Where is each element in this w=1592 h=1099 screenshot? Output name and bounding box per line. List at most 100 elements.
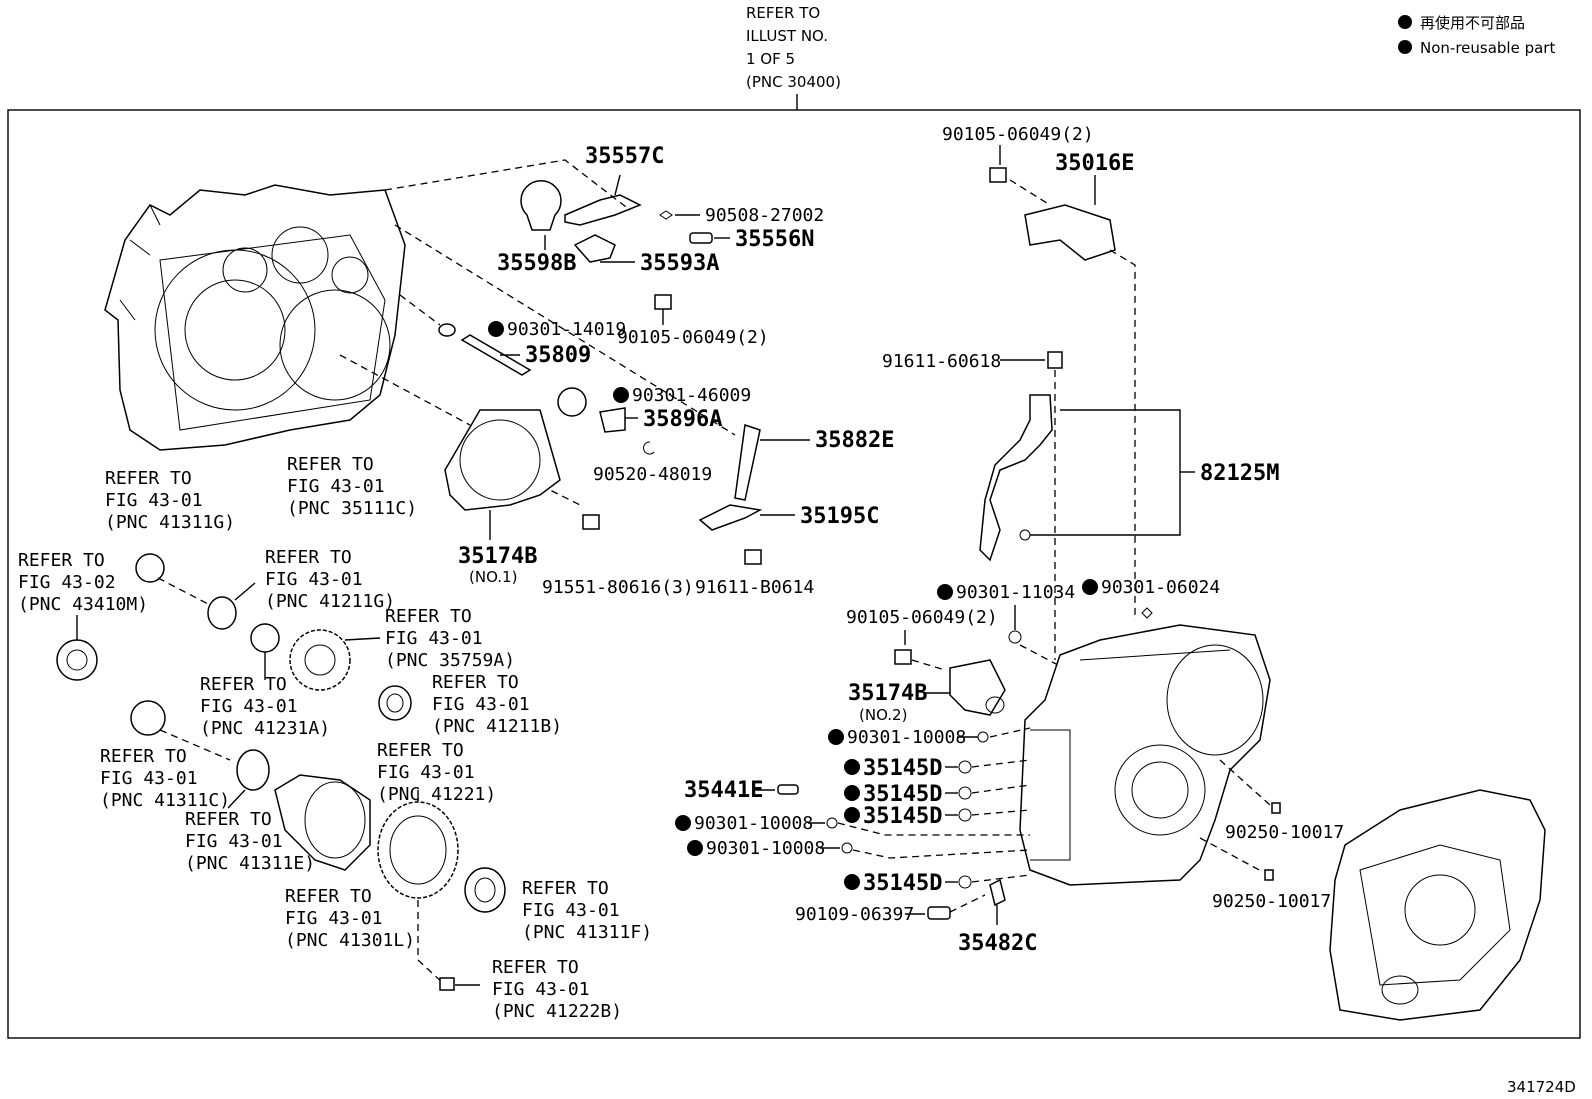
gear-35759a bbox=[289, 629, 351, 691]
nonreusable-35145d-d bbox=[844, 874, 860, 890]
svg-text:FIG 43-01: FIG 43-01 bbox=[385, 628, 483, 649]
part-90301-14019: 90301-14019 bbox=[507, 319, 626, 340]
part-82125m: 82125M bbox=[1200, 461, 1279, 486]
part-35195c: 35195C bbox=[800, 504, 879, 529]
figure-id: 341724D bbox=[1507, 1078, 1576, 1096]
part-91611-60618: 91611-60618 bbox=[882, 351, 1001, 372]
svg-text:(PNC 41221): (PNC 41221) bbox=[377, 784, 496, 805]
seal-41211b bbox=[378, 685, 412, 721]
part-35441e: 35441E bbox=[684, 778, 763, 803]
ref-41311c: REFER TO FIG 43-01 (PNC 41311C) bbox=[100, 746, 230, 811]
part-90301-11034: 90301-11034 bbox=[956, 582, 1075, 603]
part-35882e: 35882E bbox=[815, 428, 894, 453]
part-90301-06024: 90301-06024 bbox=[1101, 577, 1220, 598]
seal-41211g bbox=[207, 596, 237, 630]
ref-41301l: REFER TO FIG 43-01 (PNC 41301L) bbox=[285, 886, 415, 951]
part-91611-b0614: 91611-B0614 bbox=[695, 577, 814, 598]
top-ref-line1: REFER TO bbox=[746, 4, 820, 22]
part-90301-10008-a: 90301-10008 bbox=[847, 727, 966, 748]
part-90301-10008-b: 90301-10008 bbox=[694, 813, 813, 834]
part-35016e: 35016E bbox=[1055, 151, 1134, 176]
bracket-35482c bbox=[989, 878, 1006, 907]
svg-text:(PNC 41311F): (PNC 41311F) bbox=[522, 922, 652, 943]
part-35809: 35809 bbox=[525, 343, 591, 368]
svg-text:REFER TO: REFER TO bbox=[105, 468, 192, 489]
part-90301-46009: 90301-46009 bbox=[632, 385, 751, 406]
svg-text:REFER TO: REFER TO bbox=[265, 547, 352, 568]
ref-41311g: REFER TO FIG 43-01 (PNC 41311G) bbox=[105, 468, 235, 533]
legend-en: Non-reusable part bbox=[1420, 39, 1555, 57]
plate-35016e bbox=[1024, 204, 1116, 261]
part-90520-48019: 90520-48019 bbox=[593, 464, 712, 485]
svg-text:FIG 43-01: FIG 43-01 bbox=[492, 979, 590, 1000]
svg-text:FIG 43-01: FIG 43-01 bbox=[185, 831, 283, 852]
svg-text:FIG 43-01: FIG 43-01 bbox=[285, 908, 383, 929]
part-90105-06049-c: 90105-06049(2) bbox=[846, 607, 998, 628]
transaxle-case-housing bbox=[104, 184, 406, 451]
snap-ring-41311c bbox=[130, 700, 166, 736]
top-ref-line3: 1 OF 5 bbox=[746, 50, 795, 68]
svg-text:FIG 43-01: FIG 43-01 bbox=[265, 569, 363, 590]
svg-text:(PNC 41211B): (PNC 41211B) bbox=[432, 716, 562, 737]
legend-jp: 再使用不可部品 bbox=[1420, 14, 1525, 32]
part-90301-10008-c: 90301-10008 bbox=[706, 838, 825, 859]
part-90109-06397: 90109-06397 bbox=[795, 904, 914, 925]
ref-41211g: REFER TO FIG 43-01 (PNC 41211G) bbox=[265, 547, 395, 612]
svg-text:REFER TO: REFER TO bbox=[492, 957, 579, 978]
part-35145d-d: 35145D bbox=[863, 871, 942, 896]
svg-text:(PNC 35111C): (PNC 35111C) bbox=[287, 498, 417, 519]
part-35174b-no2-sub: (NO.2) bbox=[859, 706, 907, 724]
shield-35174b-no1 bbox=[444, 409, 561, 511]
ref-35111c: REFER TO FIG 43-01 (PNC 35111C) bbox=[287, 454, 417, 519]
part-91551-80616: 91551-80616(3) bbox=[542, 577, 694, 598]
svg-text:REFER TO: REFER TO bbox=[432, 672, 519, 693]
part-35593a-shape bbox=[573, 234, 616, 263]
part-35557c: 35557C bbox=[585, 144, 664, 169]
part-35145d-b: 35145D bbox=[863, 782, 942, 807]
svg-text:FIG 43-01: FIG 43-01 bbox=[522, 900, 620, 921]
nonreusable-35145d-a bbox=[844, 759, 860, 775]
part-35482c: 35482C bbox=[958, 931, 1037, 956]
diagram-frame bbox=[7, 109, 1581, 1039]
svg-text:REFER TO: REFER TO bbox=[200, 674, 287, 695]
part-90105-06049-a: 90105-06049(2) bbox=[617, 327, 769, 348]
svg-text:REFER TO: REFER TO bbox=[385, 606, 472, 627]
ref-41221: REFER TO FIG 43-01 (PNC 41221) bbox=[377, 740, 496, 805]
bearing-41311f bbox=[464, 867, 506, 913]
ref-35759a: REFER TO FIG 43-01 (PNC 35759A) bbox=[385, 606, 515, 671]
assembled-unit-view bbox=[1329, 789, 1546, 1021]
nonreusable-90301-10008-b bbox=[675, 815, 691, 831]
svg-text:(PNC 41311G): (PNC 41311G) bbox=[105, 512, 235, 533]
ref-41211b: REFER TO FIG 43-01 (PNC 41211B) bbox=[432, 672, 562, 737]
svg-text:REFER TO: REFER TO bbox=[287, 454, 374, 475]
ref-41231a: REFER TO FIG 43-01 (PNC 41231A) bbox=[200, 674, 330, 739]
race-41231a bbox=[250, 623, 280, 653]
ref-41311e: REFER TO FIG 43-01 (PNC 41311E) bbox=[185, 809, 315, 874]
svg-text:(PNC 41301L): (PNC 41301L) bbox=[285, 930, 415, 951]
svg-text:(PNC 41311C): (PNC 41311C) bbox=[100, 790, 230, 811]
part-90508-27002: 90508-27002 bbox=[705, 205, 824, 226]
nonreusable-90301-06024 bbox=[1082, 579, 1098, 595]
part-35598b: 35598B bbox=[497, 251, 576, 276]
ref-41311f: REFER TO FIG 43-01 (PNC 41311F) bbox=[522, 878, 652, 943]
nonreusable-35145d-c bbox=[844, 807, 860, 823]
bolt-41222b bbox=[439, 977, 455, 991]
svg-text:FIG 43-01: FIG 43-01 bbox=[287, 476, 385, 497]
svg-text:(PNC 41211G): (PNC 41211G) bbox=[265, 591, 395, 612]
svg-text:REFER TO: REFER TO bbox=[100, 746, 187, 767]
harness-82125m bbox=[979, 394, 1053, 562]
svg-text:(PNC 41222B): (PNC 41222B) bbox=[492, 1001, 622, 1022]
seal-41311e bbox=[236, 749, 270, 791]
svg-text:FIG 43-01: FIG 43-01 bbox=[100, 768, 198, 789]
ref-41222b: REFER TO FIG 43-01 (PNC 41222B) bbox=[492, 957, 622, 1022]
svg-text:(PNC 35759A): (PNC 35759A) bbox=[385, 650, 515, 671]
legend-bullet-en bbox=[1398, 40, 1412, 54]
part-35593a: 35593A bbox=[640, 251, 719, 276]
transaxle-body bbox=[1019, 624, 1271, 886]
nonreusable-35145d-b bbox=[844, 785, 860, 801]
ref-43410m: REFER TO FIG 43-02 (PNC 43410M) bbox=[18, 550, 148, 615]
part-90250-10017-a: 90250-10017 bbox=[1225, 822, 1344, 843]
svg-text:REFER TO: REFER TO bbox=[185, 809, 272, 830]
nonreusable-90301-11034 bbox=[937, 584, 953, 600]
part-35174b-no2: 35174B bbox=[848, 681, 927, 706]
